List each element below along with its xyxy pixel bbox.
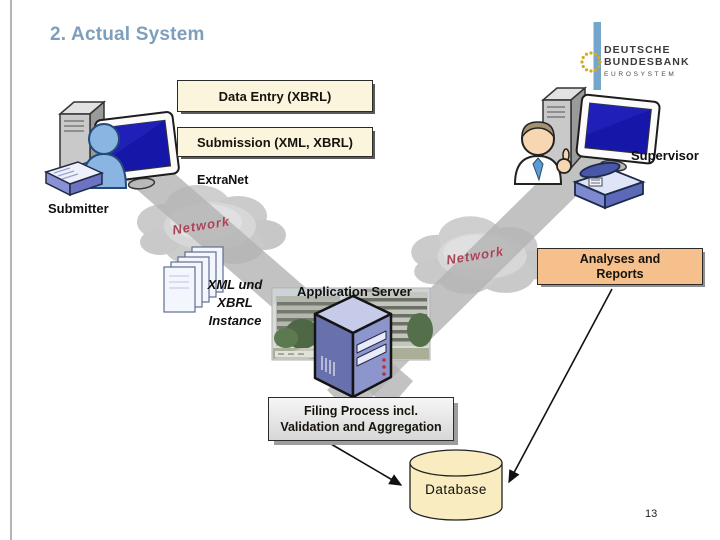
analyses-label-line2: Reports bbox=[596, 266, 644, 281]
page-title: 2. Actual System bbox=[50, 24, 205, 45]
application-server-icon bbox=[313, 294, 393, 399]
submitter-label: Submitter bbox=[48, 201, 109, 216]
xml-documents-icon bbox=[163, 246, 224, 313]
data-entry-label: Data Entry (XBRL) bbox=[218, 88, 332, 104]
submitter-workstation-icon bbox=[44, 100, 180, 197]
bundesbank-logo: DEUTSCHE BUNDESBANK EUROSYSTEM bbox=[604, 44, 690, 78]
slide-left-border bbox=[10, 0, 12, 540]
database-label: Database bbox=[425, 482, 487, 497]
xml-instance-line1: XML und bbox=[207, 277, 263, 292]
bundesbank-logo-mark-icon bbox=[580, 22, 602, 90]
page-number: 13 bbox=[645, 508, 658, 520]
xml-instance-label: XML und XBRL Instance bbox=[195, 276, 275, 330]
submission-box: Submission (XML, XBRL) bbox=[177, 127, 373, 157]
logo-name-line2: BUNDESBANK bbox=[604, 55, 690, 68]
extranet-label: ExtraNet bbox=[197, 173, 249, 187]
filing-label-line2: Validation and Aggregation bbox=[280, 420, 442, 434]
submission-label: Submission (XML, XBRL) bbox=[197, 134, 353, 150]
logo-name-line1: DEUTSCHE bbox=[604, 44, 671, 56]
xml-instance-line3: Instance bbox=[208, 313, 262, 328]
filing-label-line1: Filing Process incl. bbox=[304, 404, 418, 418]
supervisor-label: Supervisor bbox=[631, 148, 699, 163]
supervisor-workstation-icon bbox=[513, 86, 661, 210]
analyses-label-line1: Analyses and bbox=[579, 251, 661, 266]
data-entry-box: Data Entry (XBRL) bbox=[177, 80, 373, 112]
application-server-label: Application Server bbox=[297, 284, 412, 299]
connector-filing-to-database bbox=[330, 443, 403, 486]
logo-subtitle: EUROSYSTEM bbox=[604, 71, 677, 78]
analyses-reports-box: Analyses and Reports bbox=[537, 248, 703, 285]
connector-analyses-to-database bbox=[508, 288, 613, 484]
filing-process-box: Filing Process incl. Validation and Aggr… bbox=[268, 397, 454, 441]
xml-instance-line2: XBRL bbox=[217, 295, 253, 310]
phone-icon bbox=[572, 161, 646, 210]
database-icon bbox=[409, 449, 503, 521]
